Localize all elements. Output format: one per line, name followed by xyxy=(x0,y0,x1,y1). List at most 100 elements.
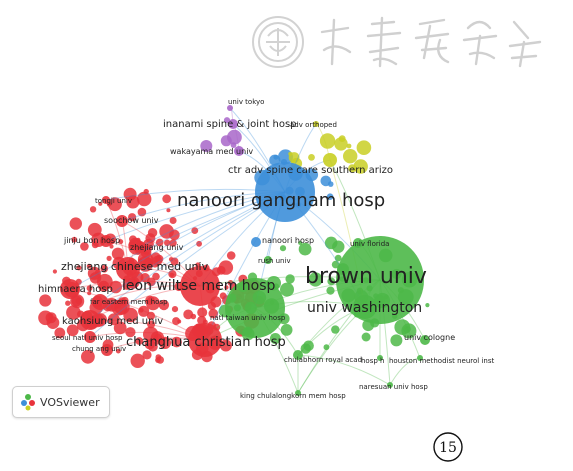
background-node xyxy=(327,277,336,286)
background-node xyxy=(138,258,143,264)
label-brown[interactable]: brown univ xyxy=(305,264,427,289)
label-rush[interactable]: rush univ xyxy=(258,257,291,265)
node-natl-taiwan[interactable] xyxy=(225,278,285,338)
label-far-eastern[interactable]: far eastern mem hosp xyxy=(90,298,168,306)
label-hosp-h[interactable]: hosp h xyxy=(361,357,384,365)
label-naresuan[interactable]: naresuan univ hosp xyxy=(359,383,428,391)
background-node xyxy=(401,323,417,339)
background-node xyxy=(269,333,281,344)
label-kaohsiung[interactable]: kaohsiung med univ xyxy=(62,316,163,327)
node-nanoori[interactable] xyxy=(255,162,315,222)
background-node xyxy=(113,321,127,335)
label-jinju[interactable]: jinju bon hosp xyxy=(63,236,120,245)
background-node xyxy=(346,143,352,149)
label-himnaera[interactable]: himnaera hosp xyxy=(38,284,113,295)
node-zhejiang-chinese[interactable] xyxy=(116,257,140,281)
background-node xyxy=(146,277,156,287)
node-soochow[interactable] xyxy=(116,215,128,227)
label-natl-taiwan[interactable]: natl taiwan univ hosp xyxy=(210,314,286,322)
background-node xyxy=(280,282,294,297)
node-kaohsiung[interactable] xyxy=(80,310,100,330)
background-node xyxy=(106,255,112,261)
node-univ-tokyo[interactable] xyxy=(227,105,233,111)
watermark-calligraphy xyxy=(320,16,542,68)
node-inanami[interactable] xyxy=(228,119,238,129)
label-seoul-natl[interactable]: seoul natl univ hosp xyxy=(52,334,123,342)
background-node xyxy=(208,308,219,319)
label-wakayama[interactable]: wakayama med univ xyxy=(170,147,253,156)
background-node xyxy=(327,181,334,187)
node-hosp-h[interactable] xyxy=(377,355,383,361)
label-nanoori-hosp[interactable]: nanoori hosp xyxy=(262,236,314,245)
label-changhua[interactable]: changhua christian hosp xyxy=(126,335,286,350)
background-node xyxy=(145,295,155,305)
figure-number-text: 15 xyxy=(439,440,457,456)
background-node xyxy=(115,348,121,354)
label-adv-orthoped[interactable]: adv orthoped xyxy=(290,121,337,129)
label-univ-cologne[interactable]: univ cologne xyxy=(404,333,455,342)
background-node xyxy=(331,325,340,334)
label-tongji[interactable]: tongji univ xyxy=(95,197,132,205)
background-node xyxy=(356,140,372,155)
node-chung-ang[interactable] xyxy=(101,344,113,356)
background-node xyxy=(218,260,234,275)
background-node xyxy=(168,270,177,279)
node-rush[interactable] xyxy=(264,256,272,264)
label-houston[interactable]: houston methodist neurol inst xyxy=(389,357,494,365)
node-naresuan[interactable] xyxy=(387,382,393,388)
background-node xyxy=(169,217,177,224)
node-leon-wiltse[interactable] xyxy=(180,266,220,306)
edge-changhua-himnaera xyxy=(69,288,206,341)
label-inanami[interactable]: inanami spine & joint hosp xyxy=(163,119,297,130)
node-far-eastern[interactable] xyxy=(92,294,108,310)
background-node xyxy=(111,247,124,260)
node-nanoori-hosp[interactable] xyxy=(251,237,261,247)
node-tongji[interactable] xyxy=(102,196,110,204)
label-zhejiang-univ[interactable]: zhejiang univ xyxy=(130,243,184,252)
background-node xyxy=(81,349,95,364)
node-ctr-adv[interactable] xyxy=(323,153,337,167)
background-node xyxy=(303,340,314,352)
background-node xyxy=(338,135,346,143)
background-node xyxy=(332,240,345,253)
node-seoul-natl[interactable] xyxy=(84,331,96,343)
background-node xyxy=(87,222,102,237)
background-node xyxy=(128,213,137,222)
label-chung-ang[interactable]: chung ang univ xyxy=(72,345,126,353)
background-node xyxy=(108,197,122,212)
background-node xyxy=(288,151,293,156)
node-houston[interactable] xyxy=(417,355,423,361)
node-jinju[interactable] xyxy=(100,235,112,247)
label-chulabhorn[interactable]: chulabhorn royal acad xyxy=(284,356,362,364)
background-node xyxy=(54,327,66,339)
background-node xyxy=(109,244,114,249)
background-node xyxy=(48,313,54,319)
label-soochow[interactable]: soochow univ xyxy=(104,216,159,225)
background-node xyxy=(279,245,287,252)
label-zhejiang-chinese[interactable]: zhejiang chinese med univ xyxy=(61,260,209,273)
node-wakayama[interactable] xyxy=(234,146,244,156)
figure-number: 15 xyxy=(433,432,463,462)
node-zhejiang-univ[interactable] xyxy=(134,241,146,253)
background-node xyxy=(135,337,144,345)
label-king-chula[interactable]: king chulalongkorn mem hosp xyxy=(240,392,346,400)
label-univ-florida[interactable]: univ florida xyxy=(350,240,389,248)
background-node xyxy=(308,272,323,287)
vosviewer-badge[interactable]: VOSviewer xyxy=(12,386,110,418)
label-nanoori[interactable]: nanoori gangnam hosp xyxy=(177,190,385,211)
vosviewer-label: VOSviewer xyxy=(40,395,100,409)
node-himnaera[interactable] xyxy=(60,279,80,299)
node-adv-orthoped[interactable] xyxy=(313,121,319,127)
background-node xyxy=(191,227,199,235)
node-changhua[interactable] xyxy=(188,323,222,357)
node-univ-washington[interactable] xyxy=(353,295,377,319)
node-chulabhorn[interactable] xyxy=(293,350,303,360)
label-univ-washington[interactable]: univ washington xyxy=(307,300,422,316)
node-king-chula[interactable] xyxy=(295,390,301,396)
background-node xyxy=(114,299,130,315)
label-univ-tokyo[interactable]: univ tokyo xyxy=(228,98,264,106)
node-univ-cologne[interactable] xyxy=(420,335,430,345)
label-leon-wiltse[interactable]: leon wiltse mem hosp xyxy=(122,278,276,294)
label-ctr-adv[interactable]: ctr adv spine care southern arizo xyxy=(228,165,393,176)
